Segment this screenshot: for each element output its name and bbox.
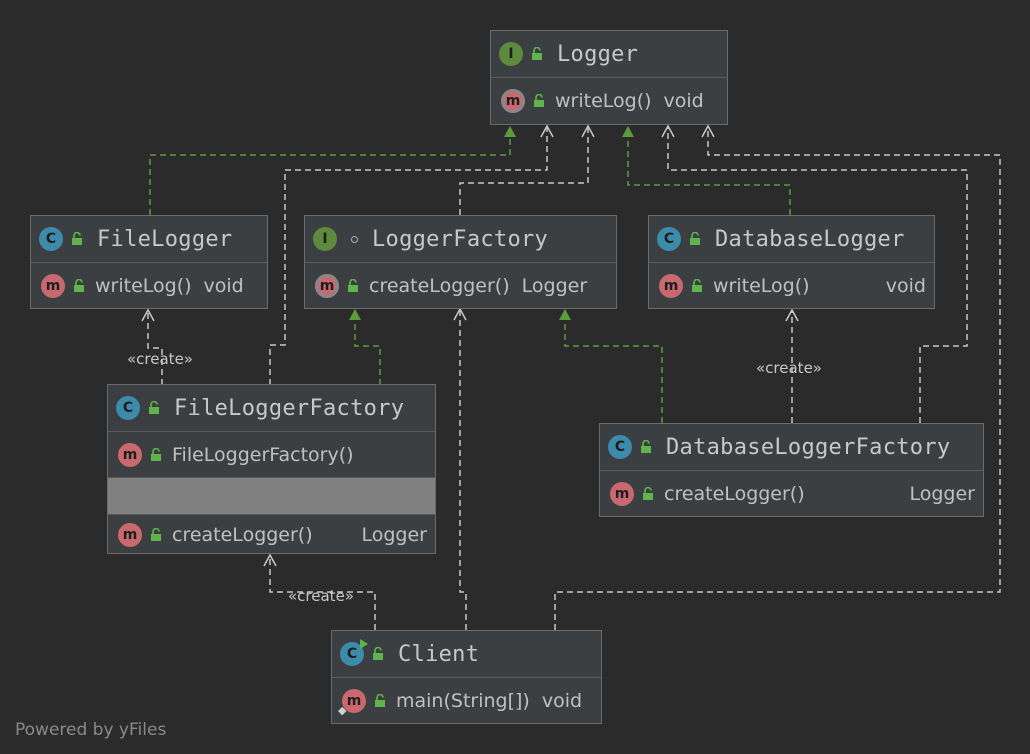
public-lock-icon: [534, 94, 544, 107]
selected-empty-row[interactable]: [108, 477, 435, 515]
databaselogger-header: C DatabaseLogger: [649, 216, 934, 263]
class-icon: C: [116, 396, 140, 420]
filelogger-header: C FileLogger: [31, 216, 267, 263]
client-header: C Client: [332, 631, 601, 678]
method-icon: m: [41, 274, 65, 298]
logger-method-row[interactable]: m writeLog() void: [491, 78, 727, 124]
public-lock-icon: [692, 279, 702, 292]
edge-databaselogger-realizes-logger: [622, 126, 791, 215]
filelogger-method-row[interactable]: m writeLog() void: [31, 263, 267, 309]
edge-client-creates-fileloggerfactory: [263, 553, 376, 630]
create-label-databaselogger: «create»: [756, 359, 822, 377]
method-name: createLogger(): [664, 483, 805, 505]
method-name: writeLog(): [555, 90, 652, 112]
method-return-type: Logger: [909, 483, 976, 505]
method-name: writeLog(): [95, 275, 192, 297]
method-return-type: Logger: [521, 275, 588, 297]
public-lock-icon: [643, 487, 653, 500]
method-name: main(String[]): [396, 690, 530, 712]
public-lock-icon: [151, 447, 161, 461]
logger-header: I Logger: [491, 31, 727, 78]
edge-fileloggerfactory-uses-logger: [269, 124, 554, 385]
edge-dbloggerfactory-uses-logger: [661, 124, 968, 423]
edge-client-uses-logger: [554, 124, 1001, 630]
method-name: writeLog(): [713, 275, 810, 297]
runnable-class-icon: C: [340, 639, 368, 666]
client-method-row[interactable]: m◆ main(String[]) void: [332, 678, 601, 724]
edge-client-uses-loggerfactory: [453, 307, 467, 630]
public-lock-icon: [72, 232, 82, 245]
filelogger-title: FileLogger: [97, 226, 233, 252]
loggerfactory-header: I LoggerFactory: [305, 216, 616, 263]
public-lock-icon: [373, 647, 383, 660]
powered-by-label: Powered by yFiles: [15, 720, 167, 740]
public-lock-icon: [532, 47, 542, 60]
interface-icon: I: [499, 42, 523, 66]
method-name: createLogger(): [369, 275, 510, 297]
class-icon: C: [608, 435, 632, 459]
public-lock-icon: [690, 232, 700, 245]
static-method-icon: m◆: [338, 689, 366, 717]
edge-filelogger-realizes-logger: [149, 126, 516, 215]
databaseloggerfactory-header: C DatabaseLoggerFactory: [600, 424, 983, 471]
abstract-method-icon: m: [315, 274, 339, 298]
logger-interface-node[interactable]: I Logger m writeLog() void: [490, 30, 728, 125]
databaselogger-title: DatabaseLogger: [715, 226, 905, 252]
public-lock-icon: [375, 694, 385, 707]
abstract-method-icon: m: [501, 89, 525, 113]
method-return-type: Logger: [361, 524, 428, 546]
client-title: Client: [398, 641, 480, 667]
method-name: createLogger(): [172, 524, 313, 546]
fileloggerfactory-header: C FileLoggerFactory: [108, 385, 435, 432]
public-lock-icon: [149, 401, 159, 414]
create-label-filelogger: «create»: [127, 350, 193, 368]
class-icon: C: [39, 227, 63, 251]
filelogger-class-node[interactable]: C FileLogger m writeLog() void: [30, 215, 268, 309]
public-lock-icon: [641, 440, 651, 453]
loggerfactory-interface-node[interactable]: I LoggerFactory m createLogger() Logger: [304, 215, 617, 309]
constructor-name: FileLoggerFactory(): [172, 443, 354, 466]
client-class-node[interactable]: C Client m◆ main(String[]) void: [331, 630, 602, 724]
logger-title: Logger: [557, 41, 639, 67]
method-icon: m: [659, 274, 683, 298]
edge-loggerfactory-uses-logger: [459, 124, 595, 215]
databaselogger-class-node[interactable]: C DatabaseLogger m writeLog() void: [648, 215, 935, 309]
method-icon: m: [610, 482, 634, 506]
edge-dbloggerfactory-realizes-loggerfactory: [559, 309, 663, 423]
package-private-icon: [351, 235, 358, 243]
create-label-fileloggerfactory: «create»: [288, 587, 354, 605]
method-return-type: void: [203, 275, 244, 297]
public-lock-icon: [74, 279, 84, 292]
method-return-type: void: [885, 275, 926, 297]
edge-fileloggerfactory-realizes-loggerfactory: [349, 309, 381, 385]
public-lock-icon: [348, 279, 358, 292]
fileloggerfactory-constructor-row[interactable]: m FileLoggerFactory(): [108, 432, 435, 477]
loggerfactory-title: LoggerFactory: [372, 226, 549, 252]
edge-fileloggerfactory-creates-filelogger: [141, 308, 163, 385]
databaseloggerfactory-method-row[interactable]: m createLogger() Logger: [600, 471, 983, 517]
fileloggerfactory-method-row[interactable]: m createLogger() Logger: [108, 515, 435, 555]
databaseloggerfactory-class-node[interactable]: C DatabaseLoggerFactory m createLogger()…: [599, 423, 984, 517]
class-icon: C: [657, 227, 681, 251]
method-icon: m: [118, 442, 142, 467]
databaselogger-method-row[interactable]: m writeLog() void: [649, 263, 934, 309]
fileloggerfactory-class-node[interactable]: C FileLoggerFactory m FileLoggerFactory(…: [107, 384, 436, 554]
interface-icon: I: [313, 227, 337, 251]
databaseloggerfactory-title: DatabaseLoggerFactory: [666, 434, 951, 460]
method-return-type: void: [541, 690, 583, 712]
fileloggerfactory-title: FileLoggerFactory: [174, 395, 405, 421]
public-lock-icon: [151, 528, 161, 541]
method-icon: m: [118, 523, 142, 547]
method-return-type: void: [663, 90, 704, 112]
loggerfactory-method-row[interactable]: m createLogger() Logger: [305, 263, 616, 309]
